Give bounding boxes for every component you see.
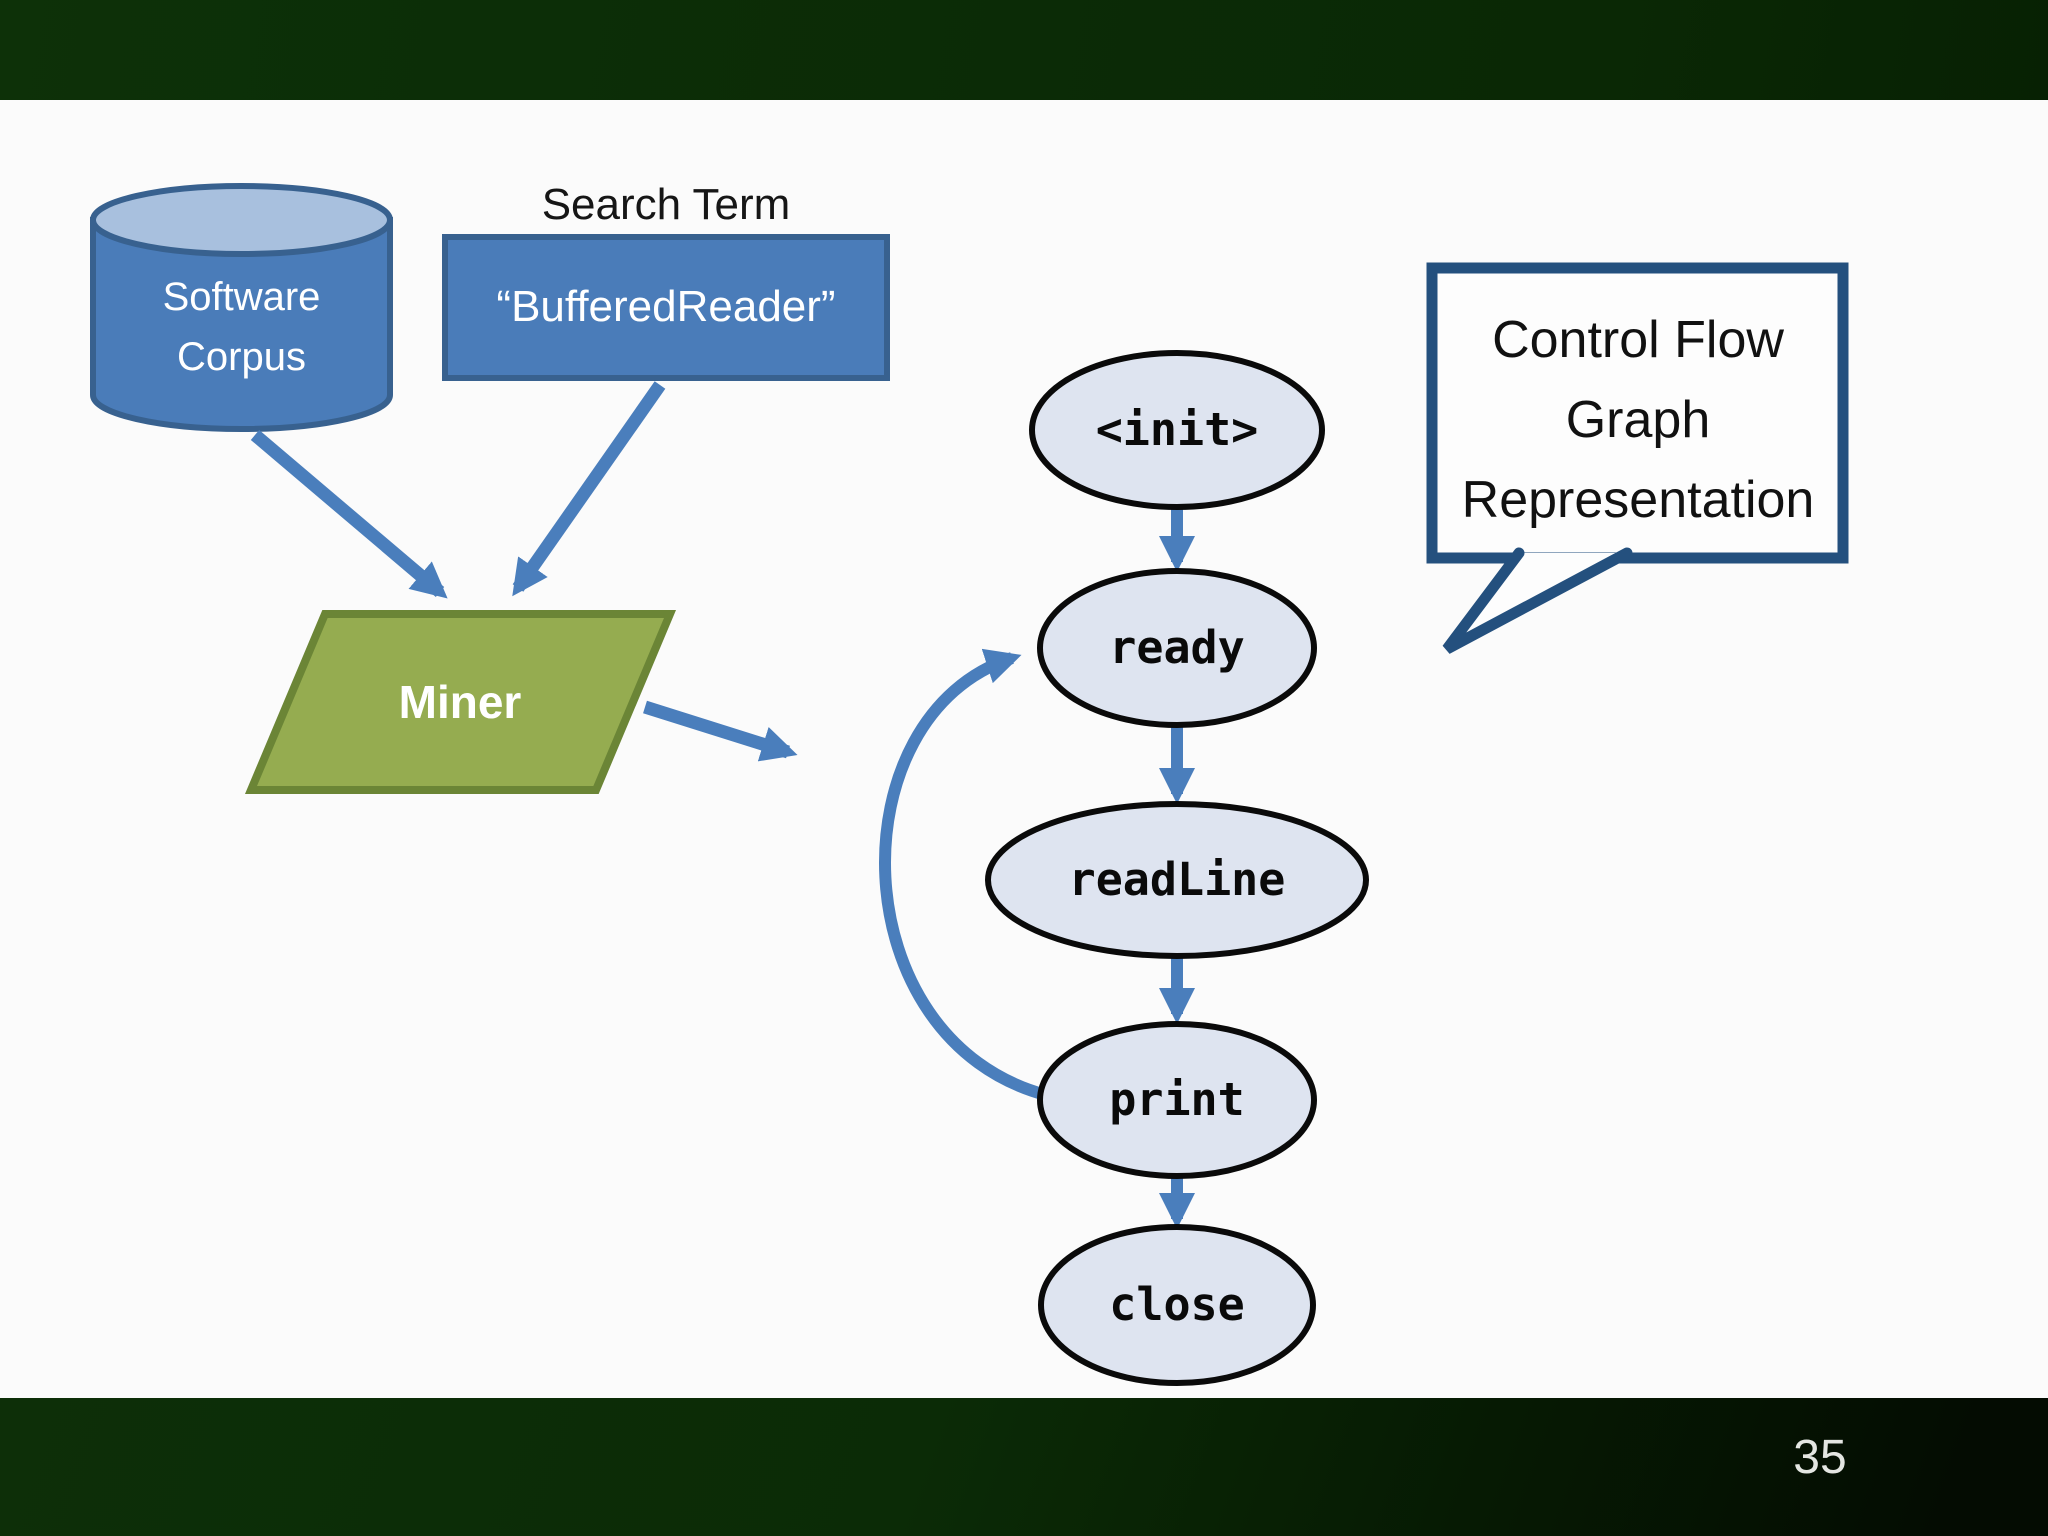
cfg-node-print-label: print bbox=[1109, 1073, 1245, 1126]
miner-parallelogram bbox=[244, 610, 677, 794]
cfg-node-print bbox=[1037, 1021, 1317, 1179]
callout-title: Control Flow Graph Representation bbox=[1461, 311, 1815, 529]
cfg-node-close bbox=[1038, 1224, 1316, 1386]
cfg-node-init bbox=[1029, 350, 1325, 510]
corpus-label: Software Corpus bbox=[162, 275, 321, 379]
search-term-box bbox=[442, 234, 890, 381]
cfg-node-init-label: <init> bbox=[1095, 403, 1259, 456]
callout-box bbox=[1426, 262, 1849, 564]
cfg-node-ready-label: ready bbox=[1109, 621, 1245, 674]
cylinder-top-ellipse bbox=[90, 183, 393, 257]
cfg-node-readline-label: readLine bbox=[1068, 853, 1286, 906]
cfg-node-ready bbox=[1037, 568, 1317, 728]
edge-miner-output-arrow bbox=[643, 700, 798, 762]
top-bar bbox=[0, 0, 2048, 100]
search-term-label: Search Term bbox=[541, 180, 791, 229]
miner-label: Miner bbox=[398, 676, 522, 728]
page-number: 35 bbox=[1793, 1431, 1847, 1484]
edge-corpus-miner-arrow bbox=[250, 430, 448, 599]
edge-print-ready-loop-arrow bbox=[879, 648, 1048, 1101]
edge-searchterm-miner-arrow bbox=[512, 381, 666, 597]
software-corpus-cylinder bbox=[90, 217, 393, 432]
callout-tail bbox=[1442, 547, 1633, 654]
footer-bar bbox=[0, 1398, 2048, 1536]
cfg-node-readline bbox=[985, 801, 1369, 959]
cfg-node-close-label: close bbox=[1109, 1278, 1245, 1331]
search-term-value: “BufferedReader” bbox=[496, 282, 836, 331]
